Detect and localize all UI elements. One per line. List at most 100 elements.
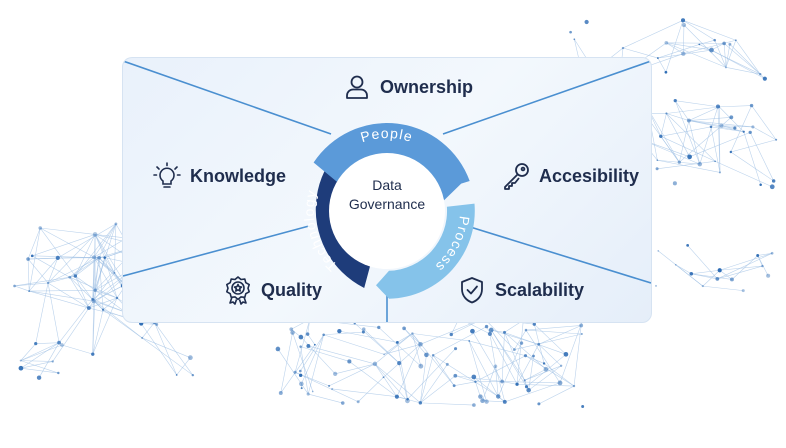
network-dot (306, 392, 310, 396)
network-link (710, 126, 721, 173)
network-link (94, 234, 105, 258)
network-link (142, 337, 194, 376)
network-link (94, 234, 115, 273)
network-link (491, 329, 539, 345)
network-dot (717, 268, 722, 273)
network-link (682, 20, 715, 41)
network-link (93, 223, 117, 258)
network-link (383, 333, 413, 355)
network-link (20, 367, 59, 374)
network-dot (487, 331, 492, 336)
network-dot (673, 99, 677, 103)
network-link (420, 354, 427, 403)
network-link (354, 322, 400, 364)
network-link (294, 319, 311, 373)
network-dot (512, 348, 516, 352)
network-link (730, 139, 777, 153)
network-dot (60, 343, 64, 347)
network-dot (453, 373, 458, 378)
network-dot (580, 333, 583, 335)
network-dot (659, 134, 663, 139)
network-link (525, 355, 575, 387)
network-dot (92, 255, 97, 260)
divider-lines (123, 60, 651, 322)
network-dot (480, 398, 485, 403)
network-dot (28, 290, 31, 293)
network-link (504, 382, 561, 403)
network-dot (91, 352, 95, 356)
network-link (154, 322, 177, 376)
network-dot (34, 342, 38, 346)
network-link (397, 342, 408, 400)
network-dot (751, 125, 755, 129)
network-dot (356, 400, 360, 404)
pillar-knowledge-label: Knowledge (190, 165, 287, 186)
network-link (432, 354, 448, 365)
data-governance-card: People Technology Process Data Governanc… (122, 57, 652, 323)
network-dot (664, 41, 669, 45)
network-link (432, 355, 455, 386)
network-link (683, 24, 727, 68)
network-dot (756, 254, 760, 257)
network-link (28, 257, 59, 292)
network-dot (92, 232, 98, 237)
network-dot (759, 73, 762, 76)
pillar-quality: Quality (223, 275, 322, 305)
network-dot (299, 381, 304, 387)
network-dot (191, 373, 195, 377)
network-link (538, 325, 582, 345)
network-dot (418, 401, 423, 405)
network-link (699, 39, 715, 45)
network-dot (719, 123, 724, 128)
network-link (657, 49, 712, 59)
network-link (657, 57, 667, 73)
network-dot (484, 324, 489, 329)
network-dot (672, 181, 677, 186)
network-link (647, 107, 680, 163)
ring-segment-people (313, 123, 470, 201)
network-link (98, 257, 115, 274)
network-link (489, 333, 496, 367)
network-dot (698, 43, 701, 46)
network-link (420, 375, 456, 404)
pillar-knowledge: Knowledge (152, 161, 286, 191)
network-dot (470, 328, 475, 334)
network-dot (656, 57, 659, 59)
network-link (92, 309, 104, 355)
network-link (39, 227, 76, 277)
network-dot (299, 345, 302, 348)
key-icon (501, 161, 531, 191)
network-dot (46, 281, 50, 285)
network-link (92, 257, 95, 300)
network-dot (714, 160, 716, 163)
network-link (749, 132, 774, 182)
network-link (702, 270, 720, 287)
network-dot (656, 159, 659, 162)
network-link (20, 342, 60, 369)
network-dot (68, 275, 72, 279)
network-link (725, 44, 731, 68)
network-dot (572, 384, 576, 388)
network-link (538, 344, 562, 367)
network-link (300, 334, 324, 372)
network-link (27, 227, 41, 260)
network-dot (655, 284, 658, 287)
network-dot (18, 365, 24, 371)
network-link (543, 363, 575, 387)
center-title-line1: Data (372, 177, 402, 193)
network-link (335, 363, 375, 375)
network-dot (759, 183, 762, 186)
network-link (47, 257, 59, 284)
network-dot (300, 387, 303, 390)
network-dot (394, 394, 399, 399)
network-link (433, 326, 487, 356)
network-link (35, 282, 49, 344)
network-dot (769, 184, 775, 190)
network-dot (621, 46, 625, 50)
network-dot (298, 369, 302, 373)
network-dot (330, 387, 334, 391)
network-dot (445, 362, 449, 366)
network-link (688, 106, 720, 121)
network-dot (406, 397, 409, 401)
network-link (691, 273, 718, 280)
